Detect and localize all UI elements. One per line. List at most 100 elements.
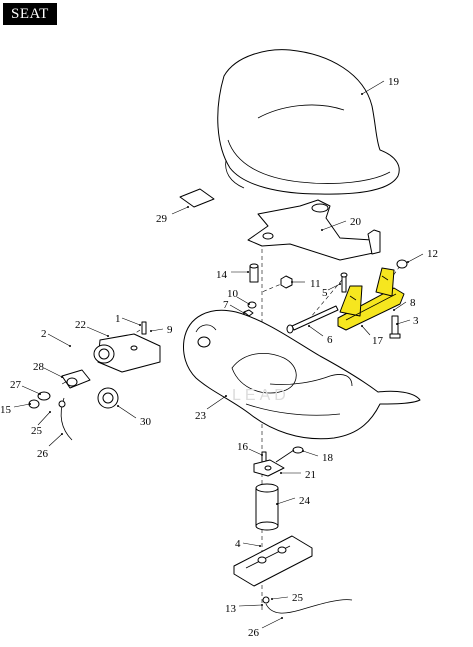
callout-24: 24	[299, 495, 311, 507]
leader-line-18	[302, 450, 319, 457]
leader-line-16	[248, 448, 263, 456]
leader-line-23	[206, 395, 227, 410]
callout-17: 17	[372, 335, 384, 347]
callout-4: 4	[235, 538, 241, 550]
washer-10	[247, 301, 257, 309]
screw-5	[340, 272, 348, 293]
callout-16: 16	[237, 441, 249, 453]
nut-12	[396, 259, 408, 269]
callout-11: 11	[310, 278, 321, 290]
diagram-title: SEAT	[3, 3, 57, 25]
leader-tip-4	[259, 545, 261, 547]
leader-line-3	[396, 319, 411, 325]
leader-tip-17	[361, 325, 363, 327]
assembly-guide-11	[261, 281, 287, 293]
callout-25: 25	[31, 425, 43, 437]
callout-9: 9	[167, 324, 173, 336]
spacer-14	[249, 263, 259, 283]
callout-8: 8	[410, 297, 416, 309]
callout-25: 25	[292, 592, 304, 604]
leader-line-13	[238, 604, 263, 607]
switch-28	[61, 369, 91, 389]
callout-21: 21	[305, 469, 316, 481]
callout-30: 30	[140, 416, 152, 428]
leader-line-28	[43, 367, 63, 378]
leader-tip-5	[339, 283, 341, 285]
leader-tip-23	[225, 395, 227, 397]
clip-18	[275, 446, 304, 463]
bolt-6	[286, 305, 339, 334]
callout-6: 6	[327, 334, 333, 346]
callout-5: 5	[322, 287, 328, 299]
leader-line-15	[13, 403, 31, 408]
leader-line-1	[121, 317, 141, 326]
callout-13: 13	[225, 603, 237, 615]
callout-2: 2	[41, 328, 47, 340]
callout-29: 29	[156, 213, 168, 225]
leader-tip-20	[321, 229, 323, 231]
seat-cushion	[217, 49, 400, 195]
leader-tip-12	[407, 261, 409, 263]
callout-10: 10	[227, 288, 239, 300]
leader-line-25	[37, 411, 51, 426]
callout-26: 26	[37, 448, 49, 460]
connector-25-bottom	[262, 596, 270, 604]
leader-tip-25	[271, 598, 273, 600]
leader-line-27	[21, 385, 41, 395]
leader-tip-1	[139, 324, 141, 326]
leader-tip-25	[49, 411, 51, 413]
leader-tip-2	[69, 345, 71, 347]
leader-tip-10	[248, 303, 250, 305]
leader-tip-22	[107, 335, 109, 337]
leader-line-7	[229, 304, 245, 314]
leader-tip-16	[261, 454, 263, 456]
base-plate-4	[233, 535, 313, 587]
leader-line-24	[276, 497, 296, 505]
leader-line-25	[271, 596, 289, 600]
light-30	[97, 387, 119, 409]
callout-23: 23	[195, 410, 207, 422]
callout-26: 26	[248, 627, 260, 639]
callout-12: 12	[427, 248, 438, 260]
leader-line-9	[150, 328, 164, 332]
callout-20: 20	[350, 216, 362, 228]
bolt-3	[389, 315, 401, 339]
leader-line-26	[48, 433, 63, 447]
leader-tip-26	[61, 433, 63, 435]
latch-bracket-17-highlighted	[337, 267, 405, 331]
leader-tip-11	[291, 281, 293, 283]
leader-tip-21	[280, 472, 282, 474]
housing-bracket-22	[93, 333, 161, 373]
callout-1: 1	[115, 313, 121, 325]
leader-tip-30	[117, 405, 119, 407]
callout-19: 19	[388, 76, 400, 88]
callout-14: 14	[216, 269, 228, 281]
leader-tip-19	[361, 93, 363, 95]
leader-tip-24	[276, 503, 278, 505]
leader-tip-15	[29, 403, 31, 405]
seat-pan-23	[183, 309, 421, 440]
cylinder-24	[255, 483, 279, 531]
leader-tip-3	[396, 323, 398, 325]
wire-26-bottom	[265, 599, 353, 614]
callout-28: 28	[33, 361, 45, 373]
leader-tip-26	[281, 617, 283, 619]
connector-25-left	[58, 400, 66, 408]
leader-line-10	[236, 296, 250, 305]
nut-7	[243, 309, 254, 317]
leader-line-12	[407, 253, 424, 263]
leader-tip-13	[261, 604, 263, 606]
leader-tip-27	[39, 393, 41, 395]
leader-line-17	[361, 325, 371, 336]
callout-15: 15	[0, 404, 12, 416]
watermark-text: LEAD	[232, 387, 290, 404]
leader-line-30	[117, 405, 137, 419]
callout-7: 7	[223, 299, 229, 311]
leader-tip-6	[308, 325, 310, 327]
leader-line-4	[242, 542, 261, 547]
leader-tip-28	[61, 376, 63, 378]
leader-tip-29	[187, 206, 189, 208]
leader-tip-8	[393, 309, 395, 311]
callout-3: 3	[413, 315, 419, 327]
